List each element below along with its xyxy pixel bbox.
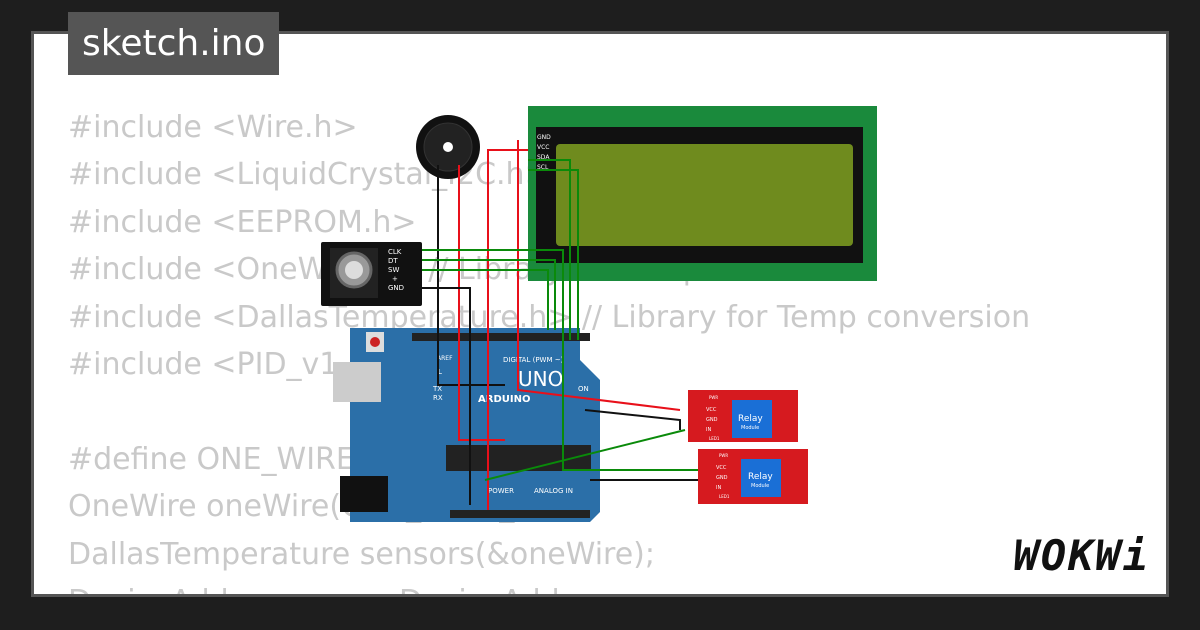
encoder-pin-label: + xyxy=(392,275,398,283)
relay-subtitle: Module xyxy=(741,425,759,431)
wire xyxy=(422,287,471,505)
relay-title: Relay xyxy=(748,472,773,482)
wire xyxy=(528,159,571,340)
led-label: L xyxy=(438,368,442,376)
relay-led-label: LED1 xyxy=(719,494,730,499)
relay-pwr-label: PWR xyxy=(719,453,728,458)
analog-header xyxy=(450,510,590,518)
code-line: #include <EEPROM.h> xyxy=(68,204,417,240)
encoder-pin-label: GND xyxy=(388,284,404,292)
code-line: DeviceAddress sensorDeviceAddress; xyxy=(68,578,1030,594)
wokwi-logo: WOKWi xyxy=(1013,531,1150,580)
lcd-pin-label: SDA xyxy=(537,154,550,161)
wire xyxy=(437,165,505,386)
usb-port xyxy=(333,362,381,402)
lcd-pin-label: SCL xyxy=(537,164,549,171)
arduino-brand-label: ARDUINO xyxy=(478,394,530,405)
wire xyxy=(422,269,549,330)
code-line: #include <Wire.h> xyxy=(68,110,358,145)
rotary-encoder[interactable]: CLK DT SW + GND xyxy=(321,242,422,306)
aref-label: AREF xyxy=(437,355,453,362)
arduino-uno[interactable]: UNO ARDUINO DIGITAL (PWM ~) POWER ANALOG… xyxy=(333,328,600,522)
relay-pwr-label: PWR xyxy=(709,395,718,400)
lcd-pin-label: GND xyxy=(537,134,551,141)
relay-pin-label: IN xyxy=(716,485,721,491)
encoder-pin-labels: CLK DT SW + GND xyxy=(388,248,404,292)
encoder-pin-label: SW xyxy=(388,266,399,274)
relay-pin-label: IN xyxy=(706,427,711,433)
analog-label: ANALOG IN xyxy=(534,487,573,495)
code-background: #include <Wire.h> #include <LiquidCrystal… xyxy=(68,104,1030,594)
lcd-pin-labels: GND VCC SDA SCL xyxy=(537,134,551,171)
wire xyxy=(484,429,686,481)
code-line: #include <DallasTemperature.h> // Librar… xyxy=(68,299,1031,335)
relay-module-2[interactable]: Relay Module VCC GND IN PWR LED1 xyxy=(698,449,808,504)
wire xyxy=(458,165,505,441)
wires xyxy=(422,140,698,510)
power-jack xyxy=(340,476,388,512)
relay-pin-label: GND xyxy=(716,475,728,481)
code-line: DallasTemperature sensors(&oneWire); xyxy=(68,536,655,572)
relay-pin-label: GND xyxy=(706,417,718,423)
code-line: #include <LiquidCrystal_I2C.h> xyxy=(68,157,550,193)
relay-pin-label: VCC xyxy=(716,465,727,471)
encoder-pin-label: DT xyxy=(388,257,398,265)
relay-subtitle: Module xyxy=(751,483,769,489)
buzzer[interactable] xyxy=(416,115,480,179)
lcd-pin-label: VCC xyxy=(537,144,549,151)
wire xyxy=(487,149,528,510)
wire xyxy=(422,259,556,330)
relay-module-1[interactable]: Relay Module VCC GND IN PWR LED1 xyxy=(688,390,798,442)
wire xyxy=(517,140,681,411)
led-label: ON xyxy=(578,385,589,393)
digital-header xyxy=(412,333,590,341)
wire xyxy=(528,169,579,340)
digital-label: DIGITAL (PWM ~) xyxy=(503,356,564,364)
arduino-model-label: UNO xyxy=(518,367,563,391)
wire xyxy=(584,409,681,430)
relay-led-label: LED1 xyxy=(709,436,720,441)
power-label: POWER xyxy=(488,487,514,495)
lcd-display[interactable]: GND VCC SDA SCL xyxy=(528,106,877,281)
wire xyxy=(422,249,698,471)
relay-title: Relay xyxy=(738,414,763,424)
encoder-pin-label: CLK xyxy=(388,248,402,256)
led-label: RX xyxy=(433,394,443,402)
led-label: TX xyxy=(432,385,442,393)
relay-pin-label: VCC xyxy=(706,407,717,413)
sketch-title: sketch.ino xyxy=(68,12,280,75)
